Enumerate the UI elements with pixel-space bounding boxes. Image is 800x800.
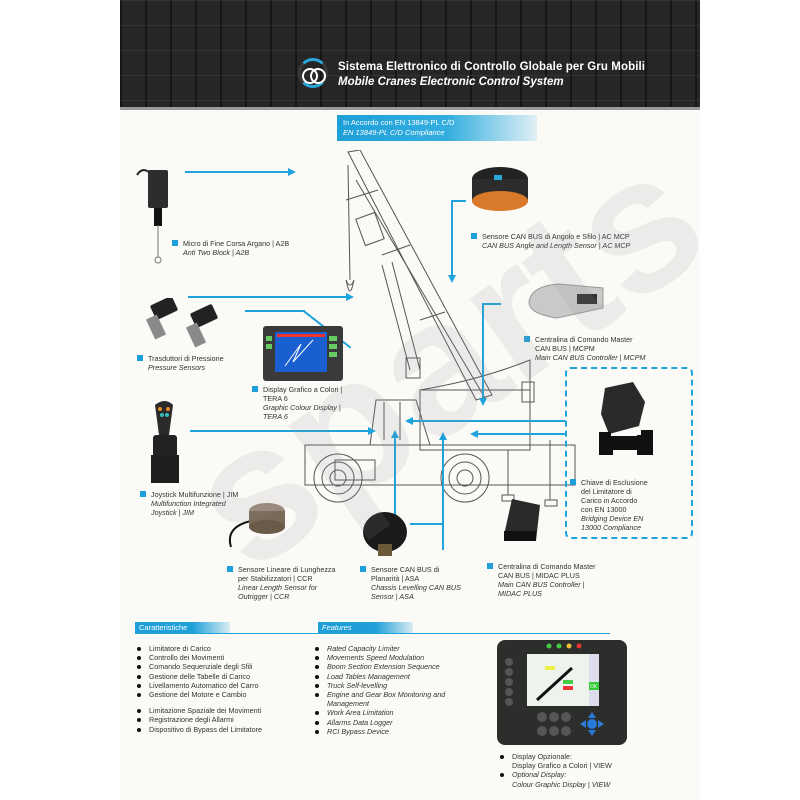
list-item: Load Tables Management	[313, 672, 483, 681]
list-item: Work Area Limitation	[313, 708, 483, 717]
mcpm-controller-image	[528, 283, 604, 319]
bullet-square-icon	[140, 491, 146, 497]
a2b-switch-image	[136, 169, 168, 264]
compliance-banner: In Accordo con EN 13849-PL C/D EN 13849-…	[337, 115, 537, 141]
view-display-image: OK	[497, 640, 627, 745]
bullet-square-icon	[360, 566, 366, 572]
list-item: Limitatore di Carico	[135, 644, 315, 653]
label-tera6: Display Grafico a Colori | TERA 6 Graphi…	[252, 385, 342, 421]
label-jim: Joystick Multifunzione | JIM Multifuncti…	[140, 490, 238, 517]
brochure-page: Sistema Elettronico di Controllo Globale…	[120, 0, 700, 800]
connector-acmcp-h	[452, 200, 466, 202]
compliance-it: In Accordo con EN 13849-PL C/D	[343, 118, 455, 127]
ccr-sensor-image	[229, 503, 285, 548]
connector-ccr	[394, 438, 396, 528]
bullet-square-icon	[471, 233, 477, 239]
label-pressure: Trasduttori di Pressione Pressure Sensor…	[137, 354, 224, 372]
section-divider	[135, 633, 610, 634]
tera6-display-image	[263, 326, 343, 381]
bullet-square-icon	[227, 566, 233, 572]
connector-midac	[442, 440, 444, 550]
label-bridging: Chiave di Esclusione del Limitatore di C…	[570, 478, 648, 532]
connector-bridging-2	[477, 433, 565, 435]
list-item: Gestione delle Tabelle di Carico	[135, 672, 315, 681]
connector-a2b	[185, 171, 290, 173]
list-item: RCI Bypass Device	[313, 727, 483, 736]
bridging-device-box	[565, 367, 693, 539]
midac-controller-image	[504, 499, 540, 541]
list-item: Comando Sequenziale degli Sfili	[135, 662, 315, 671]
label-mcpm: Centralina di Comando Master CAN BUS | M…	[524, 335, 646, 362]
features-list: Rated Capacity Limiter Movements Speed M…	[313, 644, 483, 736]
arrow-left-icon	[405, 417, 413, 425]
arrow-right-icon	[346, 293, 354, 301]
list-item: Livellamento Automatico del Carro	[135, 681, 315, 690]
bullet-square-icon	[524, 336, 530, 342]
label-a2b: Micro di Fine Corsa Argano | A2B Anti Tw…	[172, 239, 289, 257]
bullet-square-icon	[172, 240, 178, 246]
acmcp-sensor-image	[472, 167, 528, 211]
bullet-square-icon	[570, 479, 576, 485]
arrow-right-icon	[368, 427, 376, 435]
connector-mcpm-h	[483, 303, 501, 305]
arrow-down-icon	[448, 275, 456, 283]
asa-sensor-image	[363, 512, 407, 556]
list-item: Allarms Data Logger	[313, 718, 483, 727]
pressure-sensors-image	[145, 298, 218, 348]
label-ccr: Sensore Lineare di Lunghezza per Stabili…	[227, 565, 336, 601]
arrow-down-icon	[479, 398, 487, 406]
list-item: Rated Capacity Limiter	[313, 644, 483, 653]
double-ring-logo-icon	[298, 58, 328, 88]
list-item: Engine and Gear Box Monitoring and Manag…	[313, 690, 483, 708]
arrow-left-icon	[470, 430, 478, 438]
bullet-square-icon	[252, 386, 258, 392]
list-item: Controllo dei Movimenti	[135, 653, 315, 662]
title-english: Mobile Cranes Electronic Control System	[338, 76, 564, 88]
bullet-square-icon	[487, 563, 493, 569]
list-item: Movements Speed Modulation	[313, 653, 483, 662]
list-item: Boom Section Extension Sequence	[313, 662, 483, 671]
list-item: Limitazione Spaziale dei Movimenti	[135, 706, 315, 715]
arrow-right-icon	[288, 168, 296, 176]
connector-acmcp-v	[451, 200, 453, 275]
connector-pressure-1	[188, 296, 348, 298]
label-asa: Sensore CAN BUS di Planarità | ASA Chass…	[360, 565, 461, 601]
caratteristiche-list: Limitatore di Carico Controllo dei Movim…	[135, 644, 315, 734]
joystick-image	[151, 401, 179, 483]
connector-bridging-1	[412, 420, 565, 422]
features-heading: Features	[318, 622, 413, 634]
connector-joystick	[190, 430, 370, 432]
compliance-en: EN 13849-PL C/D Compliance	[343, 128, 445, 137]
arrow-up-icon	[439, 432, 447, 440]
header-banner: Sistema Elettronico di Controllo Globale…	[120, 0, 700, 110]
key-icon	[599, 435, 653, 455]
bullet-square-icon	[137, 355, 143, 361]
label-acmcp: Sensore CAN BUS di Angolo e Sfilo | AC M…	[471, 232, 630, 250]
connector-asa-h	[410, 523, 442, 525]
list-item: Display Opzionale:Display Grafico a Colo…	[498, 752, 658, 770]
connector-mcpm-v	[482, 303, 484, 398]
list-item: Gestione del Motore e Cambio	[135, 690, 315, 699]
connector-pressure-2	[245, 310, 305, 312]
list-item: Registrazione degli Allarmi	[135, 715, 315, 724]
label-midac: Centralina di Comando Master CAN BUS | M…	[487, 562, 595, 598]
svg-text:OK: OK	[590, 684, 598, 690]
title-italian: Sistema Elettronico di Controllo Globale…	[338, 61, 646, 73]
optional-display-caption: Display Opzionale:Display Grafico a Colo…	[498, 752, 658, 789]
caratteristiche-heading: Caratteristiche	[135, 622, 230, 634]
list-item: Dispositivo di Bypass del Limitatore	[135, 725, 315, 734]
arrow-up-icon	[391, 430, 399, 438]
list-item: Optional Display:Colour Graphic Display …	[498, 770, 658, 789]
list-item: Truck Self-levelling	[313, 681, 483, 690]
